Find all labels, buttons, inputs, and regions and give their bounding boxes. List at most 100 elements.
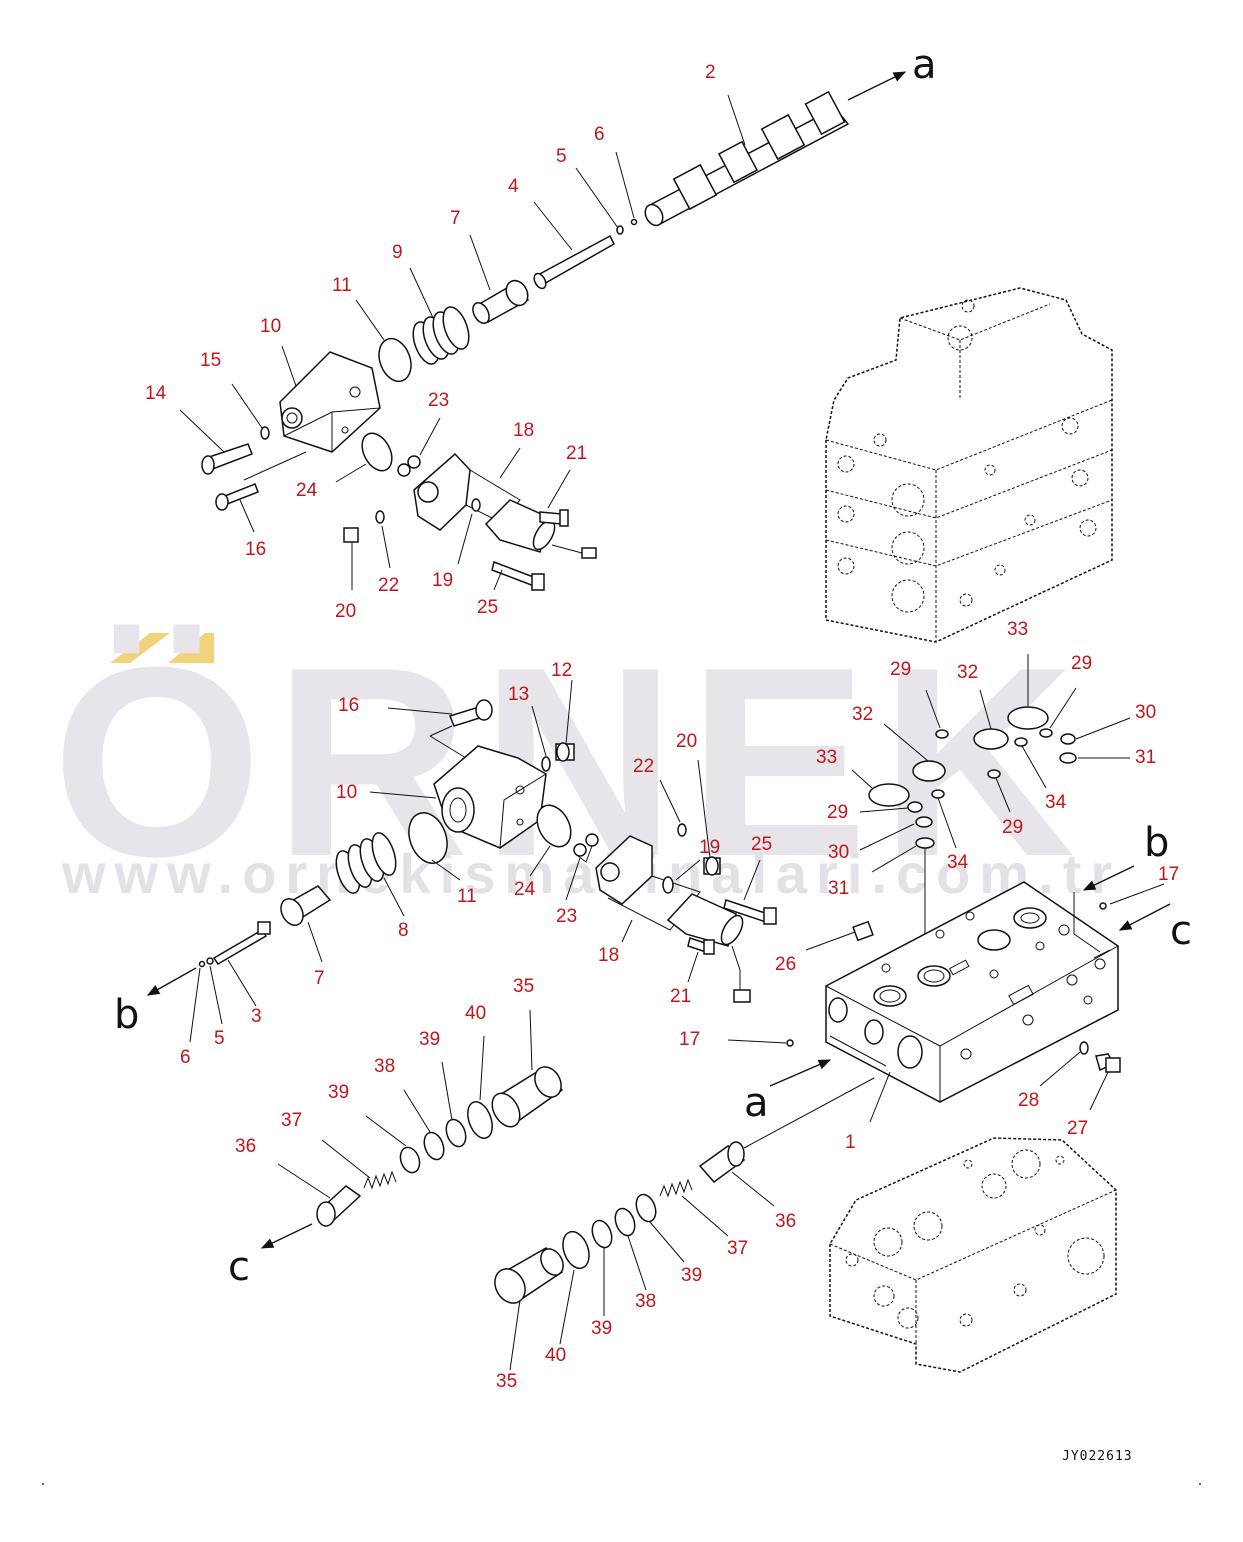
- valve-body-1: [825, 881, 1119, 1103]
- callout: 21: [670, 986, 691, 1007]
- bottom-assembly: [260, 1009, 875, 1371]
- leader-lines-body: [727, 883, 1165, 1123]
- corner-dot-left: [42, 1483, 44, 1485]
- leader-lines-middle: [189, 679, 761, 1043]
- callouts-middle: 16 12 13 10 22 20 11 8 7 3 5 6 24 23 19 …: [180, 660, 772, 1068]
- arrow-label-a-top: a: [912, 42, 937, 88]
- callouts-bottom: 35 40 39 38 39 37 36 36 37 39 38 39 40 3…: [235, 976, 796, 1392]
- callout: 16: [245, 539, 266, 560]
- callout: 19: [699, 837, 720, 858]
- callout: 35: [496, 1371, 517, 1392]
- plug-20: [343, 527, 359, 543]
- spool-2: [644, 90, 850, 227]
- arrow-c-right: [1118, 903, 1171, 931]
- callout: 38: [635, 1291, 656, 1312]
- callout: 21: [566, 443, 587, 464]
- o-ring-19-mid: [662, 876, 674, 894]
- callout: 22: [633, 756, 654, 777]
- callout: 29: [1002, 817, 1023, 838]
- plug-35-upper: [491, 1066, 564, 1128]
- plug-27: [1095, 1053, 1121, 1073]
- o-ring-19: [471, 498, 481, 512]
- o-ring-32-right: [973, 728, 1009, 750]
- o-ring-24-mid: [536, 804, 572, 848]
- callout: 9: [392, 242, 403, 263]
- ball-17-right: [1099, 902, 1107, 910]
- callout: 24: [296, 480, 318, 501]
- o-ring-23b-mid: [585, 833, 599, 847]
- callout: 6: [594, 124, 605, 145]
- o-ring-31-left: [915, 837, 935, 849]
- spring-37-upper: [363, 1170, 397, 1190]
- solenoid-19: [484, 499, 597, 559]
- o-ring-23a-mid: [573, 843, 587, 857]
- o-ring-28: [1079, 1041, 1089, 1055]
- callout: 29: [827, 802, 848, 823]
- callout: 39: [681, 1265, 702, 1286]
- callout: 24: [514, 879, 536, 900]
- o-ring-23a: [397, 463, 411, 477]
- callout: 32: [852, 704, 873, 725]
- valve-stack-lower: [829, 1137, 1117, 1373]
- o-ring-34-left: [931, 789, 945, 799]
- callout: 7: [450, 208, 461, 229]
- o-ring-40-lower: [562, 1230, 590, 1270]
- o-ring-29-top: [935, 729, 949, 739]
- callout: 25: [477, 597, 498, 618]
- callout: 5: [556, 146, 567, 167]
- arrow-label-a-left: a: [744, 1080, 769, 1126]
- callout: 39: [591, 1318, 612, 1339]
- callout: 17: [1158, 864, 1179, 885]
- arrow-b-right: [1082, 865, 1135, 891]
- piston-36-lower: [698, 1141, 746, 1184]
- leader-lines-bottom: [277, 1009, 775, 1371]
- callout: 12: [551, 660, 572, 681]
- callout: 40: [545, 1345, 566, 1366]
- ball-6-mid: [198, 960, 206, 968]
- callout: 35: [513, 976, 534, 997]
- callout: 13: [508, 684, 529, 705]
- watermark: ÖRNEK www.ornekismakinalari.com.tr: [52, 612, 1112, 913]
- o-ring-33-left: [868, 783, 910, 807]
- callout: 3: [251, 1006, 262, 1027]
- callout: 23: [556, 906, 577, 927]
- callout: 33: [1007, 619, 1028, 640]
- o-ring-33-right: [1007, 706, 1049, 730]
- bolt-25-mid: [723, 899, 777, 925]
- callout: 29: [890, 659, 911, 680]
- rod-4: [533, 234, 615, 290]
- o-ring-11-mid: [408, 812, 448, 864]
- callout: 7: [314, 968, 325, 989]
- arrow-label-b-left: b: [114, 992, 139, 1038]
- middle-assembly: [146, 679, 777, 1043]
- ring-39-lower-b: [591, 1219, 613, 1249]
- o-ring-23b: [407, 455, 421, 469]
- ring-5-mid: [206, 957, 214, 965]
- leader-lines-seals: [851, 654, 1131, 1000]
- callout: 33: [816, 747, 837, 768]
- o-ring-29-right: [1039, 728, 1053, 738]
- ring-5: [616, 225, 624, 235]
- callout: 19: [432, 570, 453, 591]
- bolt-25: [491, 560, 545, 591]
- corner-dot-right: [1199, 1483, 1201, 1485]
- callout: 36: [775, 1211, 796, 1232]
- callout: 8: [398, 920, 409, 941]
- callout: 34: [1045, 792, 1067, 813]
- callout: 18: [598, 945, 619, 966]
- callout: 30: [1135, 702, 1156, 723]
- bolt-16-mid: [449, 699, 493, 727]
- callout: 39: [328, 1082, 349, 1103]
- callouts-right: 33 29 32 29 30 31 32 33 29 34 30 31 29 3…: [679, 619, 1179, 1153]
- rod-3: [212, 921, 271, 966]
- ring-39-lower-a: [635, 1193, 657, 1223]
- callout: 2: [705, 62, 716, 83]
- callout: 25: [751, 834, 772, 855]
- arrow-label-c-left: c: [228, 1244, 250, 1290]
- case-10: [279, 351, 381, 453]
- callout: 10: [260, 316, 281, 337]
- o-ring-40-upper: [467, 1101, 493, 1139]
- callout: 32: [957, 662, 978, 683]
- callout: 40: [465, 1003, 486, 1024]
